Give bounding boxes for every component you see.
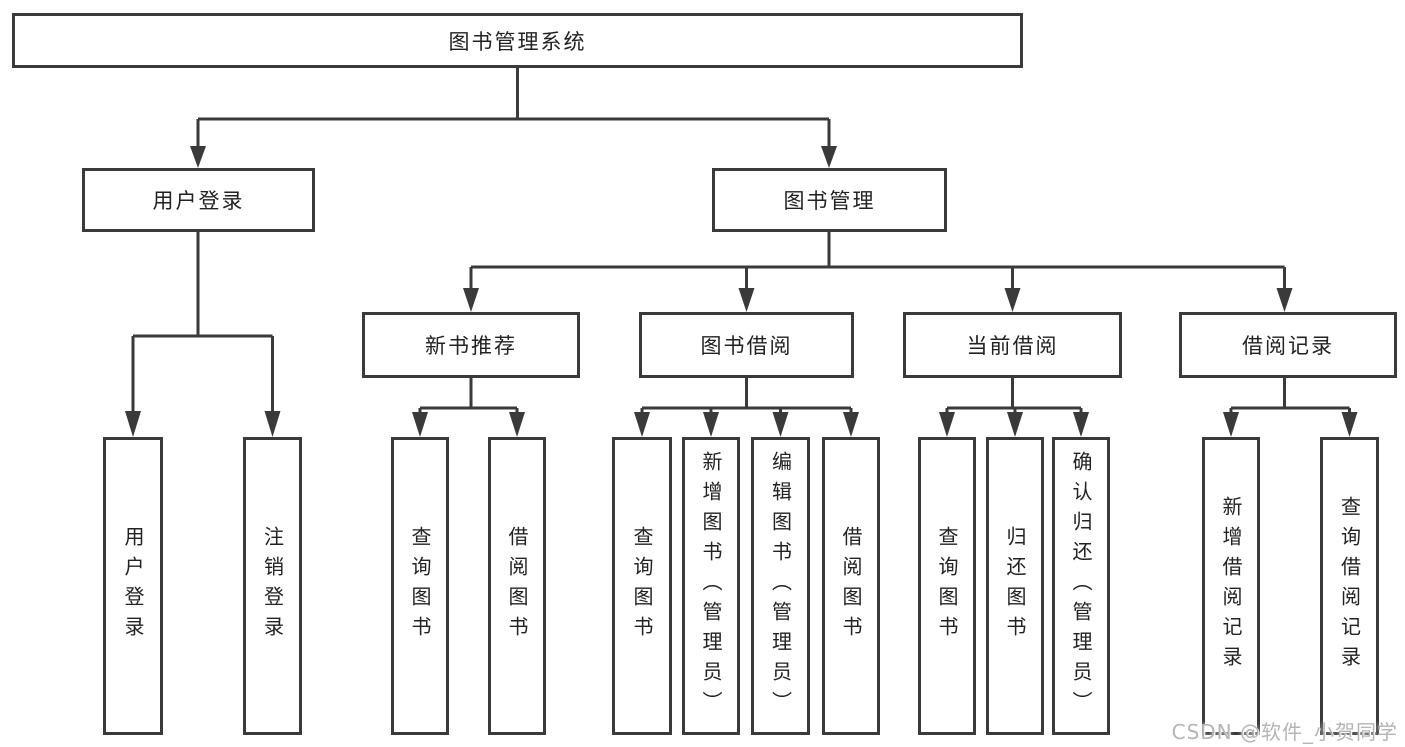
leaf-label: 查询图书 (630, 526, 654, 646)
node-current-borrow: 当前借阅 (903, 312, 1122, 378)
leaf-query-borrow-record: 查询借阅记录 (1320, 437, 1379, 735)
arrowheads (125, 146, 1358, 437)
node-label: 图书借阅 (700, 334, 793, 358)
node-label: 图书管理系统 (448, 29, 587, 54)
node-root-library-system: 图书管理系统 (12, 13, 1023, 68)
node-label: 用户登录 (152, 189, 245, 213)
leaf-label: 注销登录 (260, 526, 285, 646)
leaf-query-books-borrow: 查询图书 (612, 437, 672, 735)
leaf-label: 查询借阅记录 (1337, 496, 1362, 676)
leaf-label: 查询图书 (408, 526, 432, 646)
leaf-label: 确认归还（管理员） (1069, 451, 1093, 721)
node-label: 新书推荐 (425, 334, 517, 358)
leaf-add-borrow-record: 新增借阅记录 (1202, 437, 1260, 735)
leaf-label: 归还图书 (1003, 526, 1027, 646)
leaf-logout: 注销登录 (243, 437, 302, 735)
leaf-label: 新增图书（管理员） (699, 451, 723, 721)
node-new-book-recommend: 新书推荐 (362, 312, 580, 378)
leaf-borrow-books: 借阅图书 (822, 437, 880, 735)
leaf-confirm-return-admin: 确认归还（管理员） (1052, 437, 1110, 735)
node-book-management: 图书管理 (712, 168, 947, 232)
leaf-user-login: 用户登录 (103, 437, 163, 735)
leaf-edit-books-admin: 编辑图书（管理员） (751, 437, 810, 735)
node-label: 借阅记录 (1242, 334, 1334, 358)
leaf-return-books: 归还图书 (986, 437, 1044, 735)
leaf-label: 查询图书 (935, 526, 959, 646)
leaf-label: 借阅图书 (839, 526, 863, 646)
node-book-borrow: 图书借阅 (639, 312, 854, 378)
leaf-label: 编辑图书（管理员） (768, 451, 793, 721)
leaf-add-books-admin: 新增图书（管理员） (682, 437, 740, 735)
node-borrow-record: 借阅记录 (1179, 312, 1397, 378)
leaf-query-books-current: 查询图书 (918, 437, 976, 735)
leaf-label: 用户登录 (121, 526, 145, 646)
node-label: 图书管理 (783, 189, 876, 213)
leaf-query-books-recommend: 查询图书 (391, 437, 449, 735)
node-label: 当前借阅 (966, 334, 1059, 358)
leaf-borrow-books-recommend: 借阅图书 (488, 437, 546, 735)
csdn-watermark: CSDN @软件_小贺同学 (1171, 720, 1398, 744)
leaf-label: 借阅图书 (505, 526, 529, 646)
leaf-label: 新增借阅记录 (1219, 496, 1243, 676)
node-user-login: 用户登录 (82, 168, 315, 232)
